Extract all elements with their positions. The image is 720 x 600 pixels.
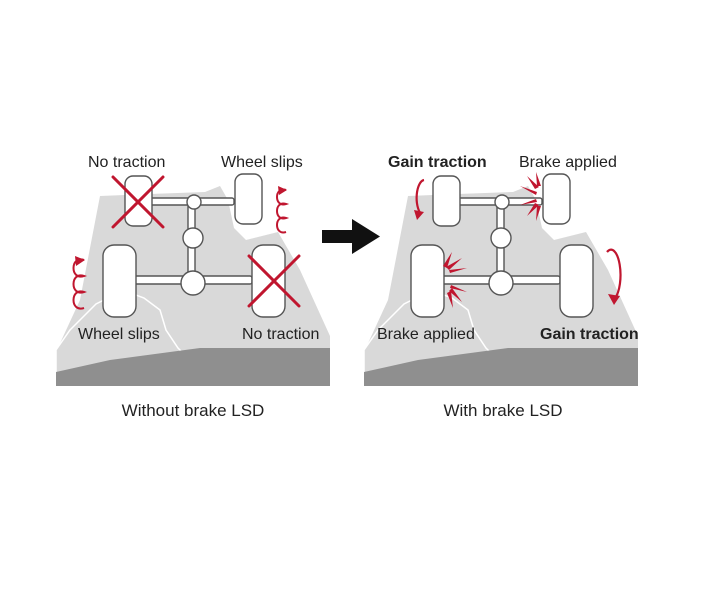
- rotation-arrow-icon: [414, 178, 622, 305]
- wheel-rear-left: [410, 244, 445, 318]
- road: [364, 348, 638, 386]
- label-front-left: Gain traction: [388, 154, 487, 171]
- wheel-front-right: [542, 173, 571, 225]
- label-front-right: Wheel slips: [221, 154, 303, 171]
- label-front-left: No traction: [88, 154, 165, 171]
- right-panel: Gain traction Brake applied Brake applie…: [363, 154, 639, 420]
- label-rear-right: Gain traction: [540, 326, 639, 343]
- road: [56, 348, 330, 386]
- spin-arrow-icon: [72, 186, 290, 310]
- wheels: [410, 173, 594, 318]
- right-arrow-icon: [322, 219, 380, 254]
- label-rear-right: No traction: [242, 326, 319, 343]
- wheel-front-left: [432, 175, 461, 227]
- drivetrain: [129, 194, 253, 296]
- label-rear-left: Brake applied: [377, 326, 475, 343]
- caption-left: Without brake LSD: [122, 401, 265, 420]
- wheel-rear-right: [251, 244, 286, 318]
- wheel-front-right: [234, 173, 263, 225]
- caption-right: With brake LSD: [443, 401, 562, 420]
- label-rear-left: Wheel slips: [78, 326, 160, 343]
- left-panel: No traction Wheel slips Wheel slips No t…: [55, 154, 330, 420]
- cross-icon: [111, 175, 301, 308]
- label-front-right: Brake applied: [519, 154, 617, 171]
- drivetrain: [437, 194, 561, 296]
- wheel-rear-left: [102, 244, 137, 318]
- wheel-rear-right: [559, 244, 594, 318]
- brake-burst-icon: [443, 172, 541, 308]
